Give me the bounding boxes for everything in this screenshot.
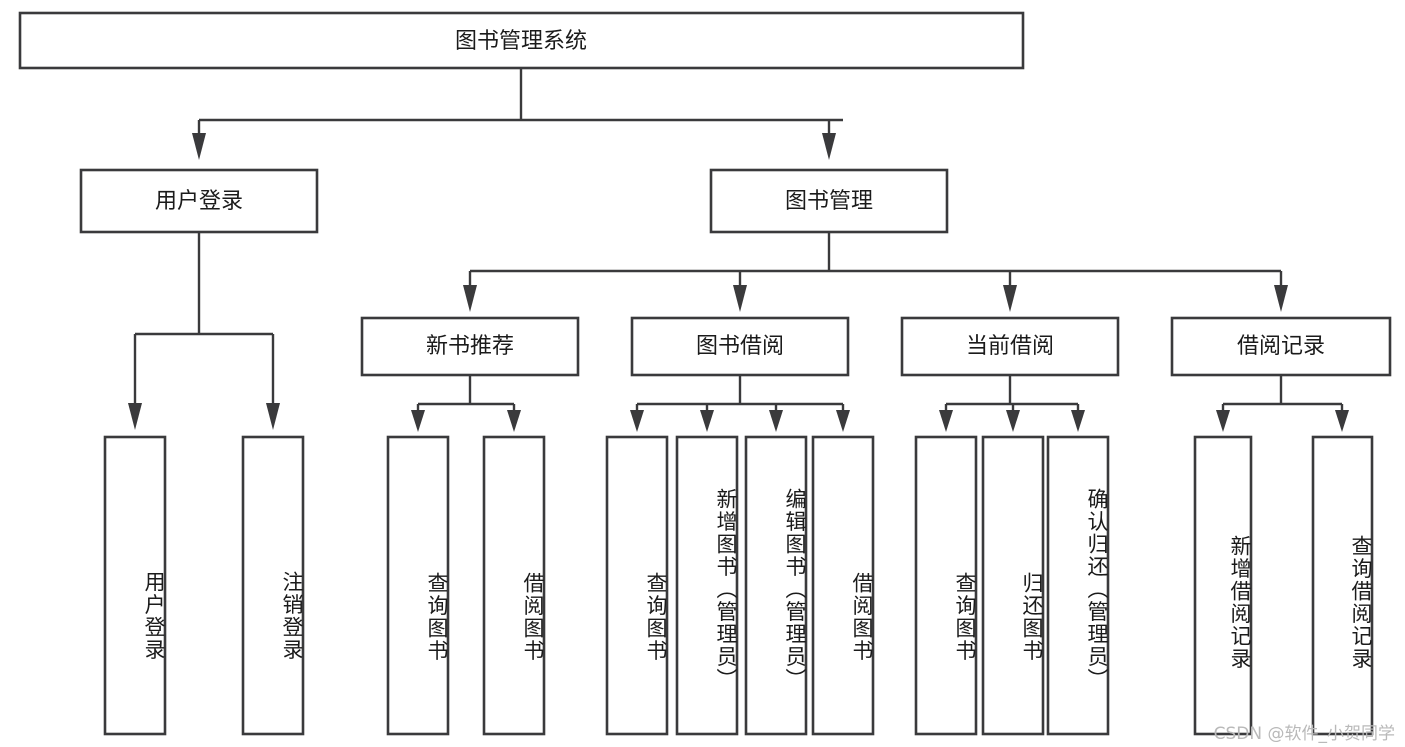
node-root-system-box[interactable] <box>18 11 1025 70</box>
node-book-management[interactable]: 图书管理 <box>709 168 949 234</box>
node-borrow-record-box[interactable] <box>1170 316 1392 377</box>
csdn-watermark: CSDN @软件_小贺同学 <box>1213 724 1395 744</box>
connector-group-book-mgmt <box>463 232 1288 312</box>
leaf-box-query-book-borrow[interactable] <box>605 435 669 736</box>
node-new-book-recommend[interactable]: 新书推荐 <box>360 316 580 377</box>
arrow-head-user-login <box>192 133 206 160</box>
arrow-head-leaf-borrow-book-2 <box>836 410 850 432</box>
arrow-head-leaf-query-book-1 <box>411 410 425 432</box>
node-user-login-box[interactable] <box>79 168 319 234</box>
arrow-head-leaf-confirm-return <box>1071 410 1085 432</box>
leaf-box-confirm-return[interactable] <box>1046 435 1110 736</box>
node-borrow-record-label: 借阅记录 <box>1237 334 1325 359</box>
arrow-head-leaf-add-book <box>700 410 714 432</box>
arrow-head-leaf-user-login <box>128 403 142 430</box>
leaf-box-user-login[interactable] <box>103 435 167 736</box>
node-book-borrow[interactable]: 图书借阅 <box>630 316 850 377</box>
node-current-borrow-box[interactable] <box>900 316 1120 377</box>
node-current-borrow[interactable]: 当前借阅 <box>900 316 1120 377</box>
connector-group-current-borrow <box>939 375 1085 432</box>
arrow-head-leaf-query-book-2 <box>630 410 644 432</box>
leaf-box-return-book[interactable] <box>981 435 1045 736</box>
arrow-head-new-book-rec <box>463 285 477 312</box>
connector-group-new-book-rec <box>411 375 521 432</box>
leaf-box-borrow-book[interactable] <box>811 435 875 736</box>
arrow-head-leaf-query-book-3 <box>939 410 953 432</box>
leaf-box-query-book-rec[interactable] <box>386 435 450 736</box>
node-new-book-recommend-label: 新书推荐 <box>426 334 514 359</box>
connector-group-book-borrow <box>630 375 850 432</box>
leaf-box-query-borrow-record[interactable] <box>1311 435 1374 736</box>
arrow-head-leaf-edit-book <box>769 410 783 432</box>
node-root-system[interactable]: 图书管理系统 <box>18 11 1025 70</box>
node-user-login[interactable]: 用户登录 <box>79 168 319 234</box>
arrow-head-leaf-borrow-book-1 <box>507 410 521 432</box>
node-root-system-label: 图书管理系统 <box>455 29 587 54</box>
connector-group-root <box>192 68 843 160</box>
arrow-head-book-borrow <box>733 285 747 312</box>
node-book-management-label: 图书管理 <box>785 189 873 214</box>
connector-group-user-login <box>128 232 280 430</box>
leaf-box-add-book[interactable] <box>675 435 739 736</box>
leaf-box-query-book-current[interactable] <box>914 435 978 736</box>
leaf-box-borrow-book-rec[interactable] <box>482 435 546 736</box>
node-book-borrow-box[interactable] <box>630 316 850 377</box>
connector-group-borrow-record <box>1216 375 1349 432</box>
node-current-borrow-label: 当前借阅 <box>966 334 1054 359</box>
arrow-head-book-mgmt <box>822 133 836 160</box>
node-new-book-recommend-box[interactable] <box>360 316 580 377</box>
arrow-head-leaf-return-book <box>1006 410 1020 432</box>
node-book-borrow-label: 图书借阅 <box>696 334 784 359</box>
node-user-login-label: 用户登录 <box>155 189 243 214</box>
arrow-head-current-borrow <box>1003 285 1017 312</box>
arrow-head-borrow-record <box>1274 285 1288 312</box>
arrow-head-leaf-add-record <box>1216 410 1230 432</box>
leaf-box-add-borrow-record[interactable] <box>1193 435 1253 736</box>
arrow-head-leaf-query-record <box>1335 410 1349 432</box>
node-book-management-box[interactable] <box>709 168 949 234</box>
arrow-head-leaf-logout <box>266 403 280 430</box>
leaf-box-edit-book[interactable] <box>744 435 808 736</box>
node-borrow-record[interactable]: 借阅记录 <box>1170 316 1392 377</box>
leaf-box-logout[interactable] <box>241 435 305 736</box>
